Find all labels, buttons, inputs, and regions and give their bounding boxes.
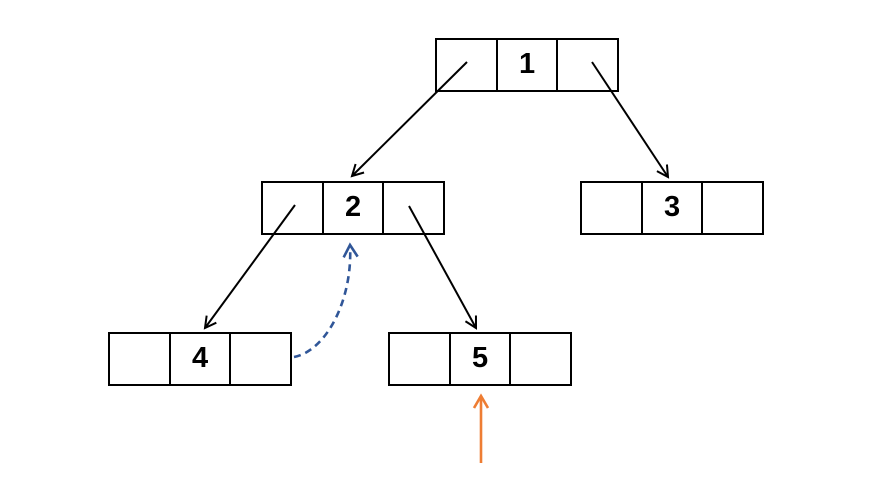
tree-node-1: 1: [435, 38, 619, 92]
right-pointer-cell: [231, 334, 290, 384]
right-pointer-cell: [703, 183, 762, 233]
tree-node-2: 2: [261, 181, 445, 235]
node-value: 5: [451, 334, 512, 384]
left-pointer-cell: [390, 334, 451, 384]
tree-node-4: 4: [108, 332, 292, 386]
left-pointer-cell: [582, 183, 643, 233]
right-pointer-cell: [558, 40, 617, 90]
right-pointer-cell: [511, 334, 570, 384]
left-pointer-cell: [437, 40, 498, 90]
node-value: 3: [643, 183, 704, 233]
tree-node-5: 5: [388, 332, 572, 386]
node-value: 2: [324, 183, 385, 233]
right-pointer-cell: [384, 183, 443, 233]
left-pointer-cell: [263, 183, 324, 233]
node-value: 4: [171, 334, 232, 384]
node-value: 1: [498, 40, 559, 90]
thread-arrow-node4-to-node2: [293, 242, 359, 359]
left-pointer-cell: [110, 334, 171, 384]
tree-node-3: 3: [580, 181, 764, 235]
